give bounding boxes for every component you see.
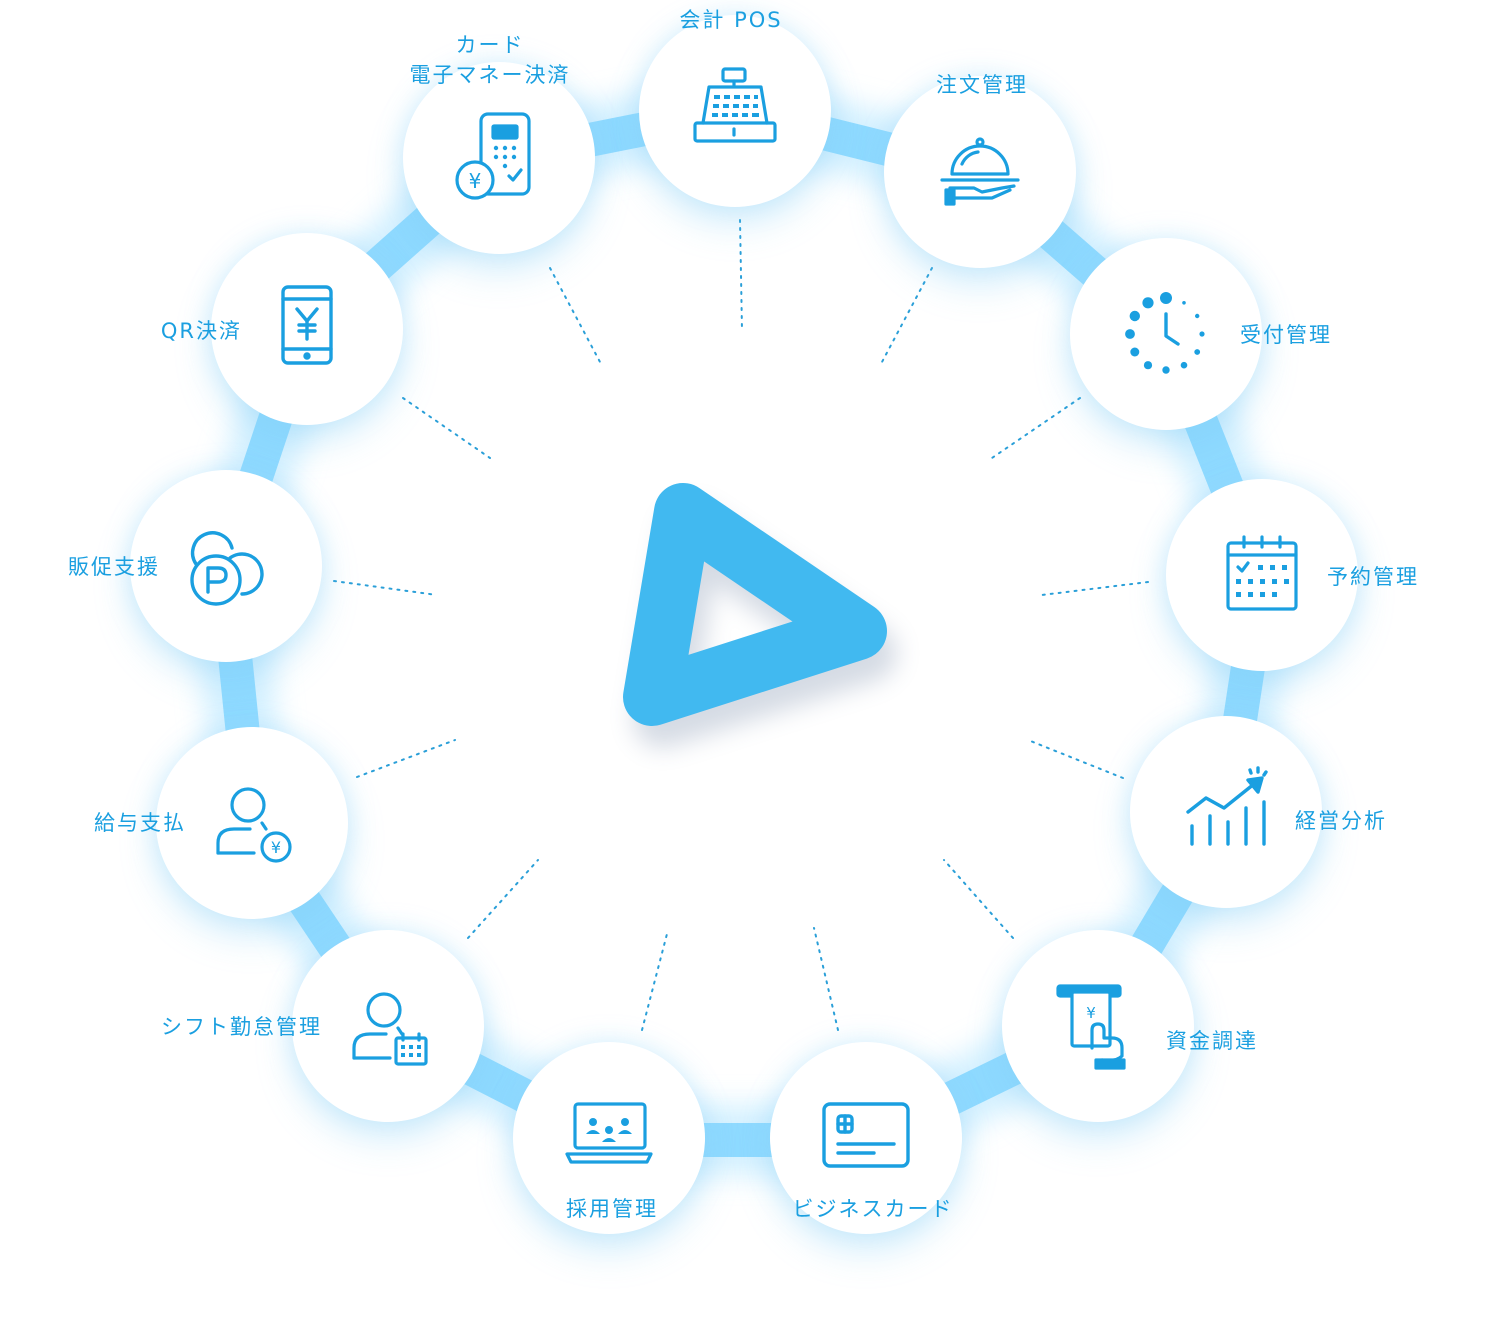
spoke-analytics [1027,739,1124,779]
growth-chart-icon [1186,766,1268,846]
label-card: カード 電子マネー決済 [410,30,571,91]
play-triangle-logo [623,483,897,748]
spoke-shift [467,859,539,939]
label-order: 注文管理 [936,73,1028,97]
card-terminal-yen-icon: ¥ [455,112,531,200]
calendar-icon [1226,535,1298,611]
spoke-promotion [333,580,438,596]
label-pos: 会計 POS [679,8,783,32]
online-meeting-icon [565,1102,653,1164]
spoke-reception [991,397,1081,459]
point-coins-icon [190,531,264,606]
spoke-payroll [356,739,456,778]
atm-cash-icon: ¥ [1056,984,1126,1070]
spoke-card [549,267,601,363]
service-node-order[interactable] [884,76,1076,268]
svg-text:¥: ¥ [469,169,482,193]
service-node-shift[interactable] [292,930,484,1122]
svg-text:¥: ¥ [271,838,281,857]
service-node-recruiting[interactable] [513,1042,705,1234]
svg-text:¥: ¥ [1086,1004,1096,1022]
service-node-reservation[interactable] [1166,479,1358,671]
cash-register-icon [693,67,777,143]
service-node-card[interactable]: ¥ [403,62,595,254]
spoke-funding [943,859,1014,939]
spoke-qr [402,397,491,459]
service-node-business-card[interactable] [770,1042,962,1234]
person-yen-icon: ¥ [216,787,292,863]
spoke-reservation [1041,581,1149,596]
spoke-pos [739,219,743,331]
label-analytics: 経営分析 [1295,809,1387,833]
dotted-spokes [333,219,1149,1031]
serving-cloche-icon [940,137,1020,206]
label-funding: 資金調達 [1166,1029,1258,1053]
service-node-analytics[interactable] [1130,716,1322,908]
spoke-order [881,267,933,363]
label-reception: 受付管理 [1240,323,1332,347]
spoke-recruiting [641,929,669,1031]
label-qr: QR決済 [160,319,242,343]
label-payroll: 給与支払 [94,811,186,835]
service-node-reception[interactable] [1070,238,1262,430]
label-reservation: 予約管理 [1327,565,1419,589]
label-card-line-2: 電子マネー決済 [409,63,571,88]
spoke-business-card [813,927,839,1031]
label-business-card: ビジネスカード [792,1197,954,1221]
person-calendar-icon [352,992,428,1066]
service-node-funding[interactable]: ¥ [1002,930,1194,1122]
label-shift: シフト勤怠管理 [161,1015,322,1039]
smartphone-yen-icon [281,285,333,365]
label-promotion: 販促支援 [68,555,160,579]
credit-card-icon [822,1102,910,1168]
service-node-pos[interactable] [639,15,831,207]
service-node-promotion[interactable] [130,470,322,662]
service-node-payroll[interactable]: ¥ [156,727,348,919]
label-card-line-1: カード [455,33,525,57]
label-recruiting: 採用管理 [566,1197,658,1221]
service-node-qr[interactable] [211,233,403,425]
dotted-clock-icon [1125,292,1205,374]
